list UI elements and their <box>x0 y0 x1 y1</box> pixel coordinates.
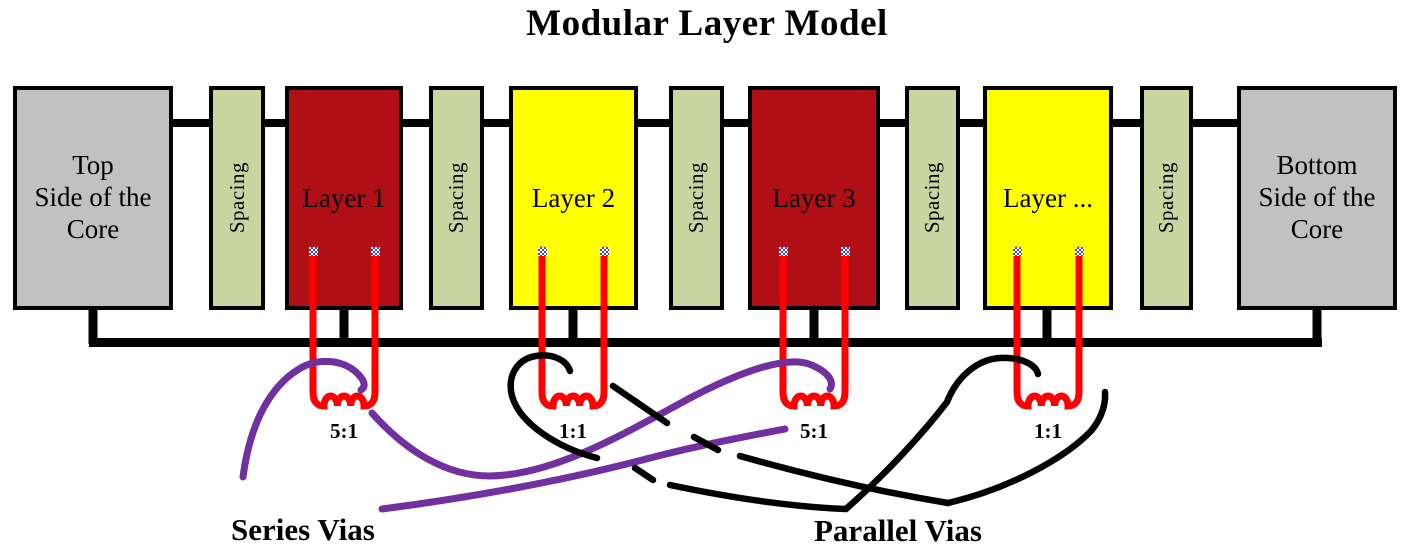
via-handle-marker[interactable] <box>1012 247 1022 256</box>
series-vias-label: Series Vias <box>231 512 375 547</box>
bus-stub <box>568 308 578 344</box>
spacing-box: Spacing <box>905 86 960 310</box>
spacing-box: Spacing <box>669 86 724 310</box>
parallel-vias-arrows <box>507 352 1109 513</box>
bus-stub <box>339 308 349 344</box>
box-top-side-of-the-core: Top Side of the Core <box>13 86 173 310</box>
bottom-bus-bar <box>89 338 1322 347</box>
turns-ratio-label: 1:1 <box>559 419 587 443</box>
spacing-box: Spacing <box>209 86 265 310</box>
top-interconnect-bar <box>90 119 1240 127</box>
box-layer-2: Layer 2 <box>509 86 638 310</box>
bus-stub <box>1042 308 1052 344</box>
bus-stubs <box>88 308 1322 344</box>
series-arrow-to-ratio-label <box>378 425 789 513</box>
box-layer-: Layer ... <box>983 86 1113 310</box>
box-layer-1: Layer 1 <box>285 86 403 310</box>
via-handle-marker[interactable] <box>599 247 609 256</box>
spacing-box: Spacing <box>1140 86 1193 310</box>
spacing-box: Spacing <box>429 86 484 310</box>
diagram-title: Modular Layer Model <box>526 3 888 44</box>
series-arrow-layer1 <box>239 357 368 481</box>
via-coil-1 <box>309 246 379 410</box>
turns-ratio-label: 1:1 <box>1034 419 1062 443</box>
box-bottom-side-of-the-core: Bottom Side of the Core <box>1237 86 1397 310</box>
via-coil-3 <box>779 246 849 410</box>
box-layer-3: Layer 3 <box>748 86 880 310</box>
parallel-arrow-layer2-to-layer4 <box>631 354 1042 513</box>
via-handle-marker[interactable] <box>1074 247 1084 256</box>
bus-stub <box>1312 308 1322 344</box>
via-handle-marker[interactable] <box>537 247 547 256</box>
turns-ratio-label: 5:1 <box>800 419 828 443</box>
bus-stub <box>809 308 819 344</box>
parallel-arrow-right-branch <box>944 388 1109 507</box>
via-handle-marker[interactable] <box>840 247 850 256</box>
turns-ratio-label: 5:1 <box>330 419 358 443</box>
via-coil-4 <box>1013 246 1083 410</box>
parallel-arrow-left-branch <box>609 382 952 507</box>
via-handle-marker[interactable] <box>778 247 788 256</box>
via-handle-marker[interactable] <box>308 247 318 256</box>
via-coil-2 <box>538 246 608 410</box>
parallel-arrow-hook-layer2 <box>507 352 601 462</box>
via-coils <box>309 246 1083 410</box>
bus-stub <box>88 308 98 344</box>
parallel-vias-label: Parallel Vias <box>814 513 982 548</box>
via-handle-marker[interactable] <box>370 247 380 256</box>
